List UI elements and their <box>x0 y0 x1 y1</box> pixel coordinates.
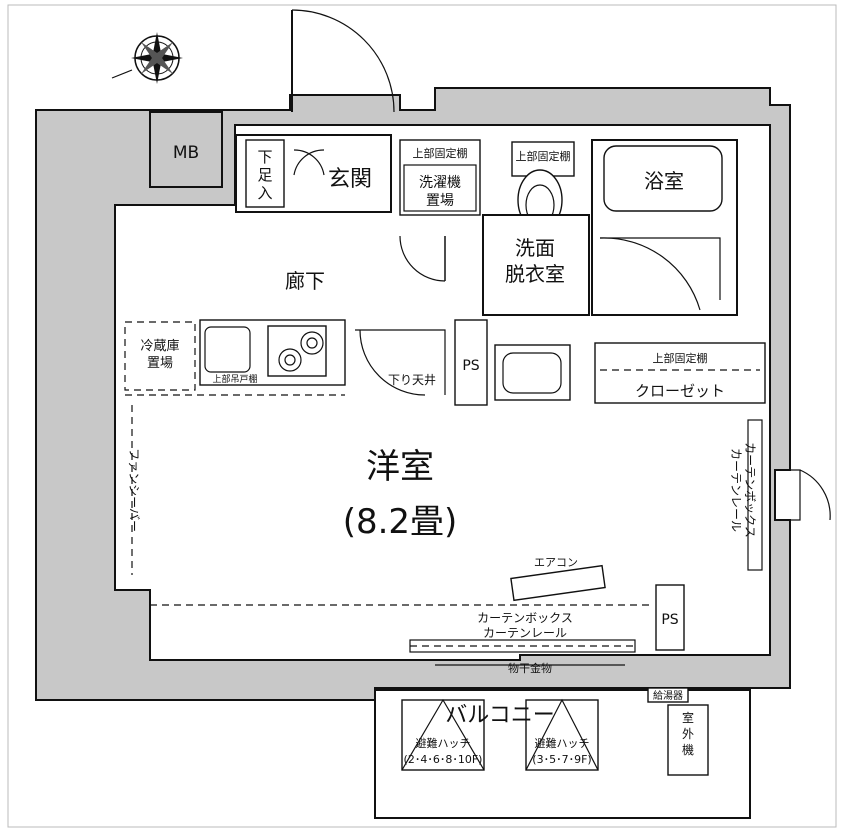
balcony-label: バルコニー <box>445 703 555 728</box>
genkan-label: 玄関 <box>328 167 372 192</box>
curtain-right-label: カーテンレールカーテンボックス <box>729 442 757 538</box>
room-label: 洋室 <box>366 447 434 487</box>
shoe-cabinet <box>245 139 285 208</box>
hatch-1-label: 避難ハッチ <box>416 736 471 750</box>
closet-area <box>594 342 766 404</box>
ps-box-2 <box>655 584 685 651</box>
entry-door[interactable] <box>291 9 395 113</box>
hatch-2-floors: (3･5･7･9F) <box>532 753 591 766</box>
washroom-area <box>482 214 590 316</box>
curtain-bottom-label-2: カーテンレール <box>483 626 567 640</box>
upper-shelf-label-1: 上部固定棚 <box>413 146 468 160</box>
senmen-label: 洗面脱衣室 <box>505 236 565 286</box>
ps-label-1: PS <box>462 358 479 374</box>
ps-label-2: PS <box>661 612 678 628</box>
washer-label: 洗濯機置場 <box>419 175 461 209</box>
window-right <box>778 469 801 521</box>
mb-label: MB <box>173 143 199 163</box>
aircon <box>510 564 606 602</box>
mb-box <box>149 111 223 188</box>
fancy-bar-label: ファンシーバー <box>127 448 141 532</box>
fridge-label: 冷蔵庫置場 <box>140 339 179 371</box>
kyuhaiki-box <box>647 687 689 703</box>
stove-icon <box>267 325 327 377</box>
image-frame <box>7 4 837 828</box>
hatch-2[interactable] <box>525 698 599 771</box>
compass-icon <box>111 32 183 84</box>
sink <box>204 326 251 373</box>
upper-shelf-label-2: 上部固定棚 <box>516 149 571 163</box>
bath-label: 浴室 <box>644 169 684 193</box>
hatch-1-floors: (2･4･6･8･10F) <box>404 753 483 766</box>
sagari-label: 下り天井 <box>388 373 436 387</box>
corridor-label: 廊下 <box>285 269 325 293</box>
kitchen-shelf-label: 上部吊戸棚 <box>212 373 257 385</box>
ps-box-1 <box>454 319 488 406</box>
outdoor-unit-label: 室外機 <box>682 710 694 757</box>
monohoshi-label: 物干金物 <box>508 661 552 675</box>
hatch-2-label: 避難ハッチ <box>535 736 590 750</box>
outdoor-unit <box>667 704 709 776</box>
closet-label: クローゼット <box>635 382 725 400</box>
closet-shelf-label: 上部固定棚 <box>653 351 708 365</box>
hatch-1[interactable] <box>401 698 485 771</box>
bathtub <box>603 145 723 212</box>
curtain-bottom-label-1: カーテンボックス <box>477 611 573 625</box>
shoe-cabinet-label: 下足入 <box>257 148 272 202</box>
tatami-label: (8.2畳) <box>343 502 458 542</box>
aircon-label: エアコン <box>534 556 578 569</box>
kyuhaiki-label: 給湯器 <box>653 689 683 702</box>
washer-area <box>399 139 481 216</box>
